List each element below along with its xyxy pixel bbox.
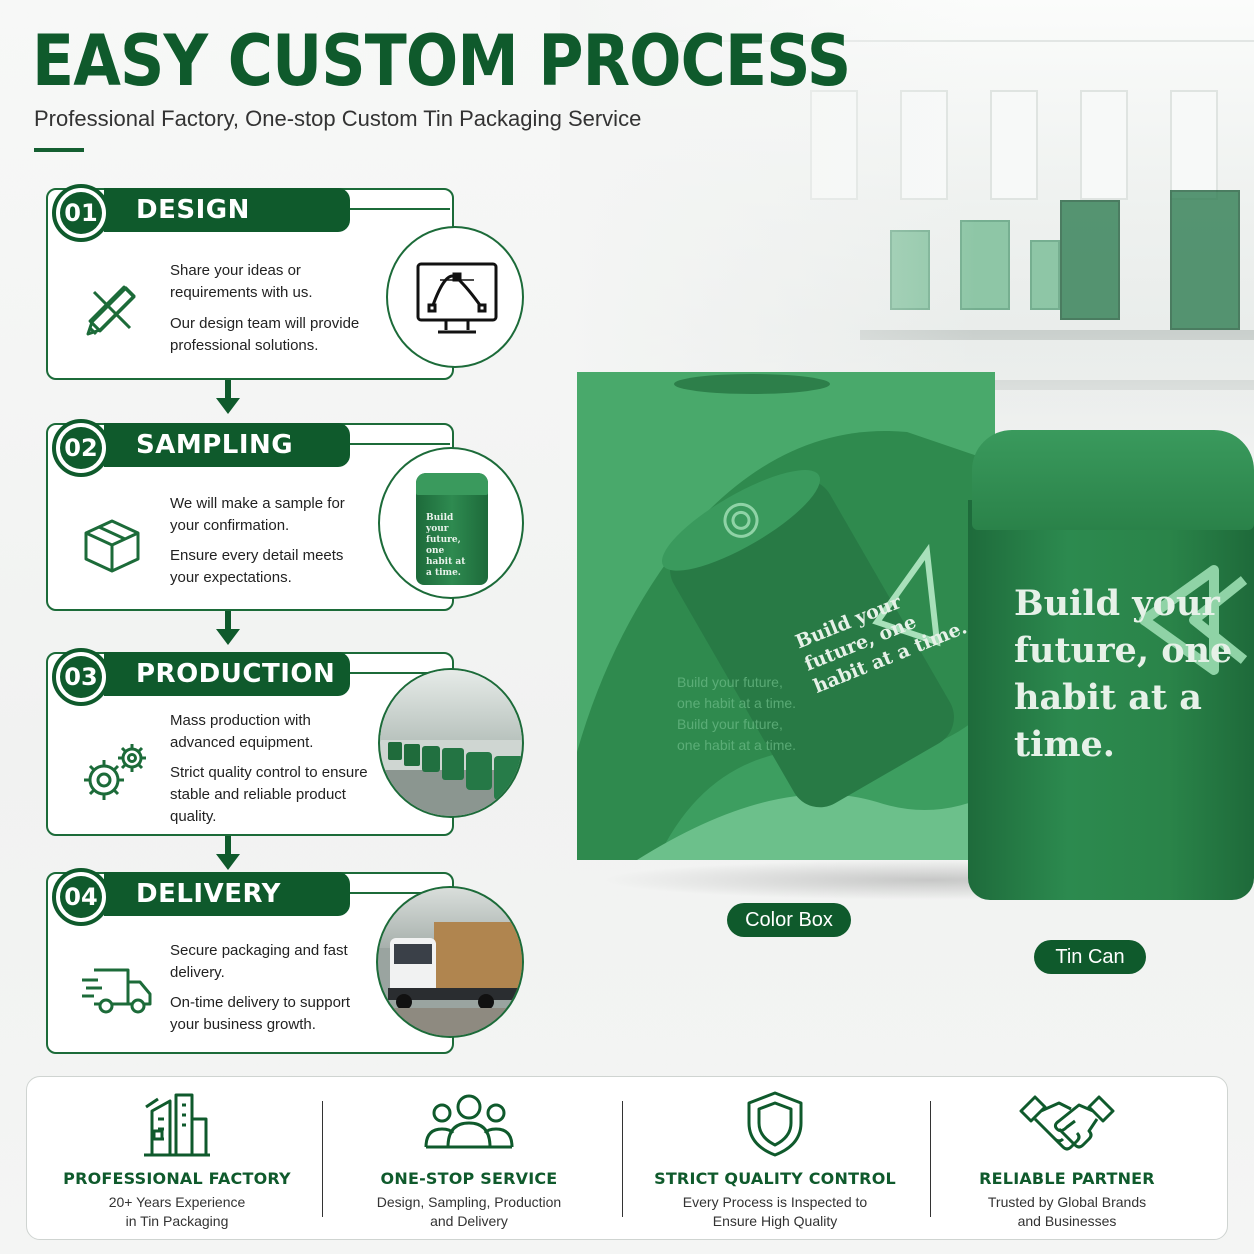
feature-one-stop-service: ONE-STOP SERVICE Design, Sampling, Produ… xyxy=(319,1077,619,1241)
step-number-badge: 04 xyxy=(52,868,110,926)
color-box-label: Color Box xyxy=(727,903,851,937)
arrow-down-icon xyxy=(216,836,240,870)
step-description: Share your ideas or requirements with us… xyxy=(170,262,313,301)
shield-icon xyxy=(743,1089,807,1163)
pencil-ruler-icon xyxy=(80,278,144,346)
gears-icon xyxy=(80,740,150,810)
feature-line: Ensure High Quality xyxy=(712,1213,838,1229)
title-underline xyxy=(34,148,84,152)
step-number-badge: 03 xyxy=(52,648,110,706)
feature-line: Every Process is Inspected to xyxy=(682,1194,868,1210)
feature-line: Trusted by Global Brands xyxy=(987,1194,1147,1210)
features-panel: PROFESSIONAL FACTORY 20+ Years Experienc… xyxy=(26,1076,1228,1240)
box-pattern-line: Build your future, xyxy=(677,716,783,732)
step-detail: On-time delivery to support your busines… xyxy=(170,994,351,1033)
team-icon xyxy=(424,1089,514,1159)
handshake-icon xyxy=(1019,1089,1115,1159)
step-description: Secure packaging and fast delivery. xyxy=(170,942,348,981)
arrow-down-icon xyxy=(216,611,240,645)
feature-line: 20+ Years Experience xyxy=(108,1194,246,1210)
step-delivery: DELIVERY 04 Secure packaging and fast de… xyxy=(46,868,524,1054)
feature-reliable-partner: RELIABLE PARTNER Trusted by Global Brand… xyxy=(917,1077,1217,1241)
feature-line: and Delivery xyxy=(430,1213,508,1229)
step-detail: Our design team will provide professiona… xyxy=(170,315,360,354)
feature-title: STRICT QUALITY CONTROL xyxy=(654,1169,896,1188)
truck-icon xyxy=(80,964,154,1022)
step-sampling: SAMPLING 02 We will make a sample for yo… xyxy=(46,419,524,611)
monitor-bezier-icon xyxy=(386,226,524,368)
step-label: DESIGN xyxy=(104,188,350,232)
feature-line: and Businesses xyxy=(1017,1213,1117,1229)
step-label: PRODUCTION xyxy=(104,652,350,696)
arrow-down-icon xyxy=(216,380,240,414)
step-detail: Strict quality control to ensure stable … xyxy=(170,764,368,825)
feature-title: PROFESSIONAL FACTORY xyxy=(63,1169,291,1188)
step-detail: Ensure every detail meets your expectati… xyxy=(170,547,344,586)
box-pattern-line: one habit at a time. xyxy=(677,695,797,711)
box-pattern-line: one habit at a time. xyxy=(677,737,797,753)
step-number-badge: 02 xyxy=(52,419,110,477)
step-label: SAMPLING xyxy=(104,423,350,467)
step-design: DESIGN 01 Share your ideas or requiremen… xyxy=(46,184,524,380)
box-pattern-line: Build your future, xyxy=(677,674,783,690)
factory-icon xyxy=(140,1089,214,1163)
feature-line: in Tin Packaging xyxy=(125,1213,229,1229)
page-title: EASY CUSTOM PROCESS xyxy=(32,20,851,102)
feature-title: RELIABLE PARTNER xyxy=(979,1169,1155,1188)
tin-slogan: Build your future, one habit at a time. xyxy=(1014,583,1233,765)
box-icon xyxy=(80,513,144,581)
production-line-photo xyxy=(378,668,524,818)
step-number-badge: 01 xyxy=(52,184,110,242)
color-box-product: Build your future, one habit at a time. … xyxy=(577,372,995,860)
step-production: PRODUCTION 03 Mass production with advan… xyxy=(46,648,524,836)
feature-strict-quality-control: STRICT QUALITY CONTROL Every Process is … xyxy=(625,1077,925,1241)
step-label: DELIVERY xyxy=(104,872,350,916)
feature-professional-factory: PROFESSIONAL FACTORY 20+ Years Experienc… xyxy=(27,1077,327,1241)
page-subtitle: Professional Factory, One-stop Custom Ti… xyxy=(34,106,642,131)
feature-line: Design, Sampling, Production xyxy=(376,1194,562,1210)
step-description: We will make a sample for your confirmat… xyxy=(170,495,345,534)
sample-tin-photo: Build your future, one habit at a time. xyxy=(378,447,524,599)
feature-title: ONE-STOP SERVICE xyxy=(380,1169,558,1188)
tin-can-label: Tin Can xyxy=(1034,940,1146,974)
factory-background xyxy=(560,0,1254,470)
delivery-truck-photo xyxy=(376,886,524,1038)
tin-can-product: Build your future, one habit at a time. xyxy=(968,430,1254,900)
step-description: Mass production with advanced equipment. xyxy=(170,712,314,751)
